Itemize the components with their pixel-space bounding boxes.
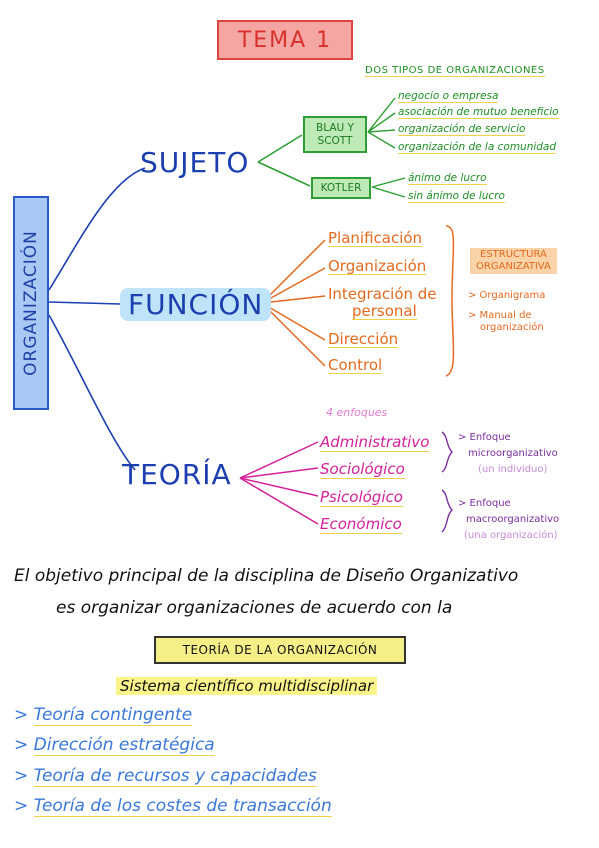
funcion-item: personal bbox=[352, 302, 417, 320]
blau-scott-box: BLAU Y SCOTT bbox=[303, 116, 367, 153]
funcion-label: FUNCIÓN bbox=[120, 288, 272, 321]
estructura-organizativa: ESTRUCTURA ORGANIZATIVA bbox=[470, 248, 557, 274]
estructura-line: ORGANIZATIVA bbox=[476, 261, 551, 272]
list-item: > Teoría de recursos y capacidades bbox=[14, 766, 317, 787]
list-item-text: Teoría de los costes de transacción bbox=[33, 796, 332, 817]
micro-line1: > Enfoque bbox=[458, 432, 511, 443]
micro-line2: microorganizativo bbox=[468, 448, 558, 459]
sujeto-heading: DOS TIPOS DE ORGANIZACIONES bbox=[365, 65, 545, 77]
list-item: > Teoría de los costes de transacción bbox=[14, 796, 332, 817]
blau-item: negocio o empresa bbox=[398, 90, 499, 103]
list-item: > Dirección estratégica bbox=[14, 735, 215, 756]
branch-funcion: FUNCIÓN bbox=[120, 288, 272, 321]
funcion-item: Planificación bbox=[328, 229, 423, 247]
line-sujeto-blau bbox=[257, 134, 303, 163]
teoria-item: Psicológico bbox=[320, 488, 403, 507]
orange-brace bbox=[445, 225, 455, 377]
kotler-box: KOTLER bbox=[311, 177, 371, 199]
kotler-item: ánimo de lucro bbox=[408, 172, 487, 185]
teoria-item: Sociológico bbox=[320, 460, 405, 479]
list-item-text: Teoría de recursos y capacidades bbox=[33, 766, 317, 787]
teoria-heading: 4 enfoques bbox=[326, 406, 388, 419]
blau-scott-label: BLAU Y SCOTT bbox=[316, 121, 354, 147]
list-item-text: Dirección estratégica bbox=[33, 735, 215, 756]
funcion-item: Integración de bbox=[328, 285, 437, 303]
organizacion-root: ORGANIZACIÓN bbox=[13, 196, 49, 410]
funcion-item: Organización bbox=[328, 257, 427, 275]
organizacion-label: ORGANIZACIÓN bbox=[21, 230, 41, 376]
funcion-note: > Manual de bbox=[468, 310, 532, 321]
funcion-note: > Organigrama bbox=[468, 290, 546, 301]
kotler-item: sin ánimo de lucro bbox=[408, 190, 505, 203]
blau-item: asociación de mutuo beneficio bbox=[398, 106, 559, 119]
brace-micro bbox=[441, 431, 453, 473]
teoria-item: Económico bbox=[320, 515, 402, 534]
estructura-line: ESTRUCTURA bbox=[480, 249, 547, 260]
funcion-item: Control bbox=[328, 356, 383, 374]
line-sujeto-kotler bbox=[257, 161, 311, 187]
macro-line3: (una organización) bbox=[464, 530, 558, 541]
teoria-item: Administrativo bbox=[320, 433, 430, 452]
sistema-line: Sistema científico multidisciplinar bbox=[116, 677, 378, 695]
blau-item: organización de la comunidad bbox=[398, 141, 557, 154]
line-root-teoria bbox=[48, 314, 136, 471]
list-item: > Teoría contingente bbox=[14, 705, 193, 726]
funcion-note: organización bbox=[480, 322, 544, 333]
funcion-item: Dirección bbox=[328, 330, 399, 348]
teoria-organizacion-box: TEORÍA DE LA ORGANIZACIÓN bbox=[154, 636, 406, 664]
branch-teoria: TEORÍA bbox=[122, 458, 232, 491]
macro-line1: > Enfoque bbox=[458, 498, 511, 509]
line-root-sujeto bbox=[48, 167, 146, 291]
paragraph-line2: es organizar organizaciones de acuerdo c… bbox=[56, 598, 453, 618]
list-item-text: Teoría contingente bbox=[33, 705, 193, 726]
branch-sujeto: SUJETO bbox=[140, 146, 250, 179]
micro-line3: (un individuo) bbox=[478, 464, 548, 475]
blau-item: organización de servicio bbox=[398, 123, 526, 136]
macro-line2: macroorganizativo bbox=[466, 514, 560, 525]
paragraph-line1: El objetivo principal de la disciplina d… bbox=[14, 566, 519, 586]
brace-macro bbox=[441, 489, 453, 533]
line-root-funcion bbox=[48, 301, 121, 305]
tema-title: TEMA 1 bbox=[217, 20, 353, 60]
